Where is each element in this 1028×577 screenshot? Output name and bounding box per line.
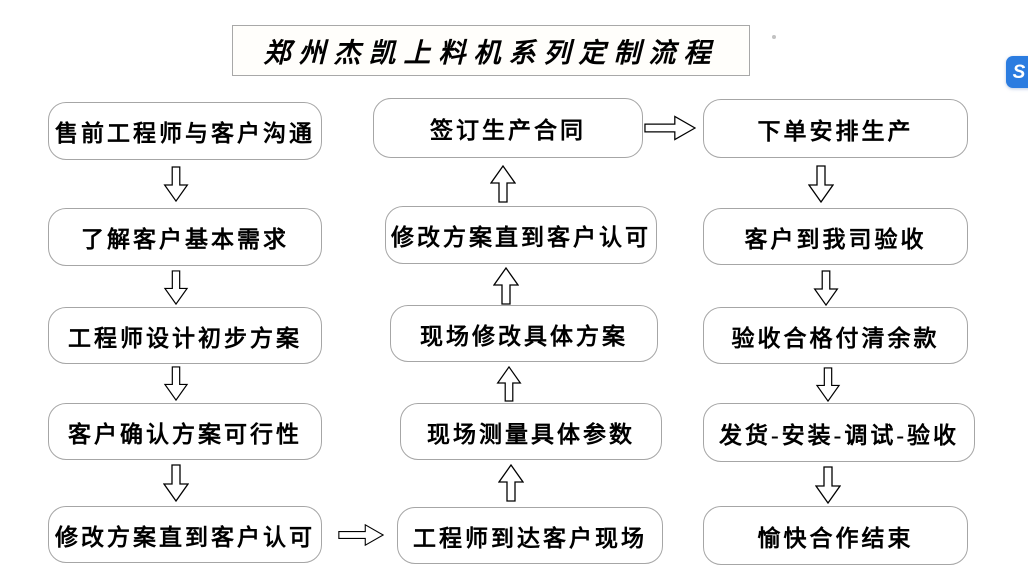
flow-step-label: 现场修改具体方案 xyxy=(420,323,628,349)
arrow-down-icon xyxy=(808,164,834,204)
flow-step-label: 客户到我司验收 xyxy=(744,226,927,252)
flow-step-sign-contract: 签订生产合同 xyxy=(373,98,643,158)
flow-step-confirm-feasibility: 客户确认方案可行性 xyxy=(48,403,322,460)
flow-step-label: 签订生产合同 xyxy=(430,118,586,143)
flow-step-onsite-measure: 现场测量具体参数 xyxy=(400,403,662,460)
flow-step-understand-needs: 了解客户基本需求 xyxy=(48,208,322,266)
arrow-right-icon xyxy=(644,113,696,143)
speck-dot xyxy=(772,35,776,39)
flow-step-label: 工程师设计初步方案 xyxy=(68,325,302,351)
arrow-up-icon xyxy=(498,462,524,504)
arrow-up-icon xyxy=(490,162,516,206)
page-title: 郑州杰凯上料机系列定制流程 xyxy=(263,38,719,68)
arrow-up-icon xyxy=(496,366,522,402)
flow-step-label: 下单安排生产 xyxy=(757,118,914,144)
floating-widget-icon[interactable]: S xyxy=(1006,56,1028,88)
flow-step-label: 修改方案直到客户认可 xyxy=(391,225,651,250)
flow-step-customer-inspection: 客户到我司验收 xyxy=(703,208,968,265)
arrow-down-icon xyxy=(163,463,189,503)
arrow-right-icon xyxy=(338,521,384,549)
arrow-down-icon xyxy=(163,166,189,202)
flow-step-revise-until-approved-2: 修改方案直到客户认可 xyxy=(385,206,657,264)
title-box: 郑州杰凯上料机系列定制流程 xyxy=(232,25,750,76)
arrow-down-icon xyxy=(163,366,189,401)
arrow-down-icon xyxy=(813,270,839,306)
flow-step-happy-end: 愉快合作结束 xyxy=(703,506,968,565)
widget-glyph: S xyxy=(1012,61,1026,83)
flow-step-place-order: 下单安排生产 xyxy=(703,99,968,158)
flow-step-label: 修改方案直到客户认可 xyxy=(55,524,315,550)
flow-step-label: 了解客户基本需求 xyxy=(81,227,289,252)
flow-step-label: 售前工程师与客户沟通 xyxy=(55,121,315,146)
flow-step-revise-until-approved-1: 修改方案直到客户认可 xyxy=(48,506,322,563)
arrow-down-icon xyxy=(163,270,189,305)
arrow-up-icon xyxy=(493,267,519,305)
arrow-down-icon xyxy=(815,367,841,402)
flow-step-label: 愉快合作结束 xyxy=(757,525,914,551)
flow-step-engineer-arrives: 工程师到达客户现场 xyxy=(397,507,663,564)
flow-step-label: 工程师到达客户现场 xyxy=(413,525,647,551)
flow-step-ship-install-debug: 发货-安装-调试-验收 xyxy=(703,403,975,462)
flow-step-label: 发货-安装-调试-验收 xyxy=(719,422,959,448)
flow-step-label: 现场测量具体参数 xyxy=(427,421,635,447)
flow-step-label: 客户确认方案可行性 xyxy=(68,421,302,447)
flow-step-presale-communication: 售前工程师与客户沟通 xyxy=(48,102,322,160)
flow-step-label: 验收合格付清余款 xyxy=(731,325,940,351)
flow-step-onsite-revise-plan: 现场修改具体方案 xyxy=(390,305,658,362)
flow-step-initial-design: 工程师设计初步方案 xyxy=(48,307,322,364)
flow-step-pay-balance: 验收合格付清余款 xyxy=(703,307,968,364)
arrow-down-icon xyxy=(815,466,841,504)
